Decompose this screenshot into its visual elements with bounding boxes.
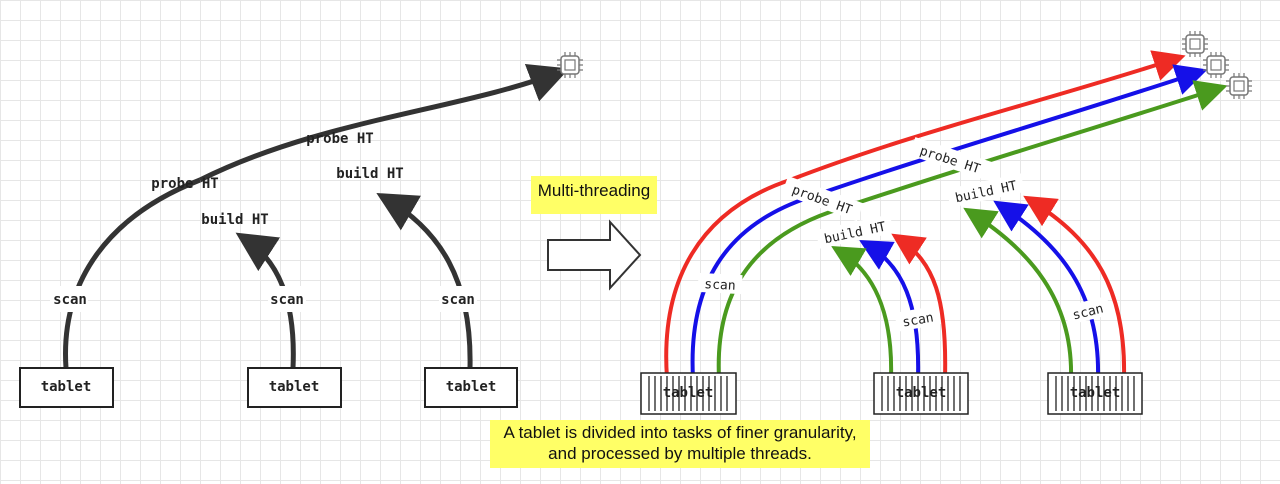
- thread-green-build-path: [831, 245, 894, 379]
- edge-scan2-build: [235, 232, 296, 369]
- thread-green-probe-path: [716, 80, 1228, 379]
- tablet-label: tablet: [663, 385, 714, 401]
- tablet-box: [247, 367, 342, 408]
- thread-blue-build-path: [993, 200, 1101, 379]
- caption-note: A tablet is divided into tasks of finer …: [490, 420, 870, 468]
- tablet-box: [424, 367, 518, 408]
- edge-probe-cpu: [198, 63, 570, 183]
- edge-scan3-build: [376, 192, 473, 369]
- build-ht-label: build HT: [336, 166, 403, 182]
- tablet-label: tablet: [41, 379, 92, 395]
- thread-blue-build-path: [859, 240, 921, 379]
- scan-label: scan: [441, 292, 475, 308]
- multi-thread-plan: probe HT probe HT build HT build HT scan…: [640, 30, 1253, 415]
- build-ht-label: build HT: [201, 212, 268, 228]
- transition-arrow: [547, 219, 642, 291]
- tablet-label: tablet: [446, 379, 497, 395]
- multi-threading-label: Multi-threading: [531, 176, 657, 214]
- single-thread-plan: probe HT probe HT build HT build HT scan…: [19, 51, 584, 408]
- scan-label: scan: [270, 292, 304, 308]
- scan-label: scan: [901, 310, 934, 330]
- edge-scan1-probe: [63, 177, 201, 369]
- tablet-box: tablet: [873, 372, 969, 415]
- scan-label: scan: [704, 277, 736, 294]
- probe-ht-label: probe HT: [151, 176, 218, 192]
- cpu-icon: [1225, 72, 1253, 100]
- tablet-box: [19, 367, 114, 408]
- tablet-box: tablet: [1047, 372, 1143, 415]
- scan-label: scan: [1071, 301, 1105, 323]
- cpu-icon: [1181, 30, 1209, 58]
- tablet-box: tablet: [640, 372, 737, 415]
- thread-red-probe-path: [664, 50, 1186, 379]
- tablet-label: tablet: [896, 385, 947, 401]
- tablet-label: tablet: [1070, 385, 1121, 401]
- scan-label: scan: [53, 292, 87, 308]
- thread-red-build-path: [1023, 195, 1127, 379]
- probe-ht-label: probe HT: [306, 131, 373, 147]
- tablet-label: tablet: [269, 379, 320, 395]
- thread-green-build-path: [963, 207, 1074, 379]
- cpu-icon: [556, 51, 584, 79]
- cpu-icon: [1202, 51, 1230, 79]
- thread-red-build-path: [891, 233, 948, 379]
